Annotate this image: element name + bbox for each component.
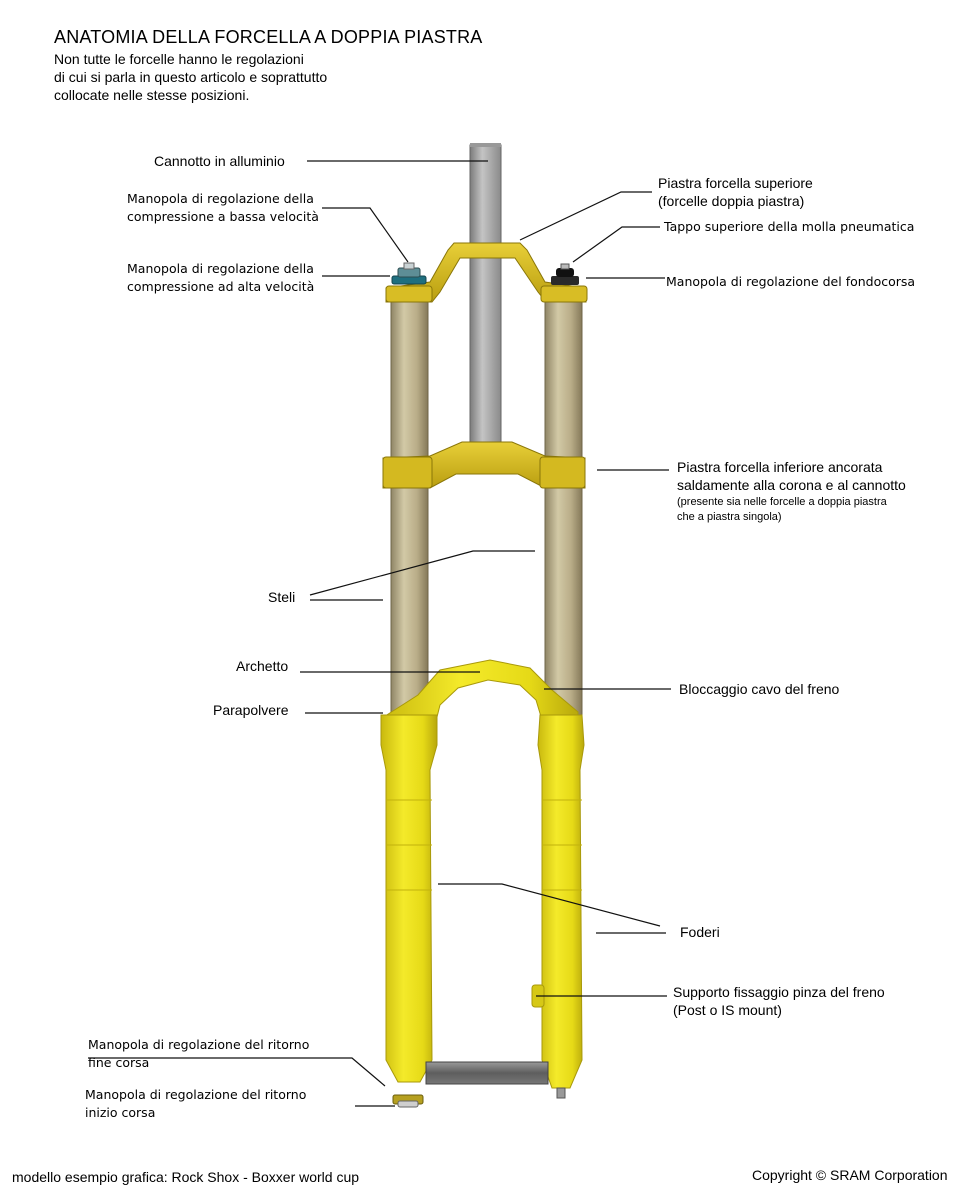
label-line: Manopola di regolazione del ritorno (85, 1087, 307, 1102)
page-title: ANATOMIA DELLA FORCELLA A DOPPIA PIASTRA (54, 27, 483, 47)
label-line: Manopola di regolazione della (127, 261, 314, 276)
lower-leg-right (531, 714, 585, 1089)
label-bloccaggio: Bloccaggio cavo del freno (679, 681, 840, 697)
subtitle-line: di cui si parla in questo articolo e sop… (54, 69, 328, 85)
label-steli: Steli (268, 589, 296, 605)
leader-comp-low (322, 207, 409, 263)
footer-credit: modello esempio grafica: Rock Shox - Box… (12, 1169, 360, 1185)
label-line: compressione ad alta velocità (127, 279, 315, 294)
label-comp-low: Manopola di regolazione della compressio… (127, 190, 319, 226)
label-line: fine corsa (88, 1055, 150, 1070)
label-line: Manopola di regolazione del ritorno (88, 1037, 310, 1052)
footer-copyright: Copyright © SRAM Corporation (752, 1167, 948, 1183)
lower-leg-left (380, 714, 438, 1083)
rebound-knob (392, 1094, 424, 1108)
label-line: Manopola di regolazione della (127, 191, 314, 206)
leader-piastra-sup (519, 191, 652, 241)
label-parapolvere: Parapolvere (213, 702, 289, 718)
steerer-tube (469, 143, 502, 446)
label-line: Piastra forcella superiore (658, 175, 813, 191)
label-comp-high: Manopola di regolazione della compressio… (127, 260, 314, 296)
label-tappo: Tappo superiore della molla pneumatica (664, 219, 915, 234)
air-spring-cap (551, 263, 579, 285)
label-line: Supporto fissaggio pinza del freno (673, 984, 885, 1000)
label-line: (forcelle doppia piastra) (658, 193, 805, 209)
label-line: compressione a bassa velocità (127, 209, 319, 224)
label-ritorno-inizio: Manopola di regolazione del ritorno iniz… (85, 1086, 306, 1122)
right-bottom-bolt (556, 1087, 566, 1099)
leader-steli-a (309, 550, 535, 596)
top-crown (385, 242, 588, 303)
label-line: saldamente alla corona e al cannotto (677, 477, 906, 493)
label-piastra-inf-note: (presente sia nelle forcelle a doppia pi… (677, 495, 887, 525)
label-supporto: Supporto fissaggio pinza del freno (Post… (673, 983, 885, 1019)
label-ritorno-fine: Manopola di regolazione del ritorno fine… (88, 1036, 309, 1072)
leader-tappo (572, 226, 660, 263)
label-foderi: Foderi (680, 924, 720, 940)
label-archetto: Archetto (236, 658, 289, 674)
label-line: Piastra forcella inferiore ancorata (677, 459, 883, 475)
subtitle-line: Non tutte le forcelle hanno le regolazio… (54, 51, 304, 67)
label-cannotto: Cannotto in alluminio (154, 153, 285, 169)
label-fondocorsa: Manopola di regolazione del fondocorsa (666, 274, 916, 289)
page-subtitle: Non tutte le forcelle hanno le regolazio… (54, 50, 414, 104)
label-line: (Post o IS mount) (673, 1002, 782, 1018)
stanchion-left (390, 299, 429, 721)
lower-crown (382, 441, 586, 489)
leader-lines (88, 160, 671, 1107)
label-line: che a piastra singola) (677, 511, 782, 523)
subtitle-line: collocate nelle stesse posizioni. (54, 87, 250, 103)
label-piastra-sup: Piastra forcella superiore (forcelle dop… (658, 174, 813, 210)
label-piastra-inf: Piastra forcella inferiore ancorata sald… (677, 458, 906, 494)
label-line: inizio corsa (85, 1105, 156, 1120)
leader-foderi-a (438, 883, 661, 927)
stanchion-right (544, 299, 583, 721)
compression-knob (391, 262, 427, 285)
axle (425, 1061, 549, 1085)
leader-ritorno-fine (88, 1057, 386, 1087)
label-line: (presente sia nelle forcelle a doppia pi… (677, 496, 887, 508)
